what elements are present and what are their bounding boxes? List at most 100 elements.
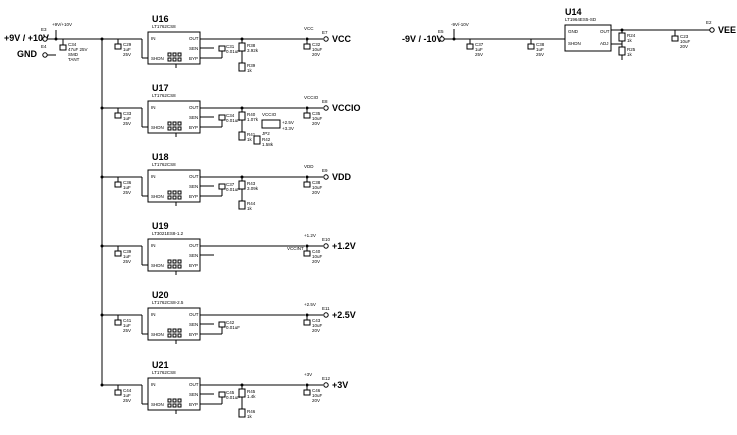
u21-cbyp-value: 0.01uF — [226, 395, 240, 400]
u14-ref: U14 — [565, 7, 582, 17]
u18-r2-label: R44 — [247, 201, 256, 206]
u20-cout-value: 10uF — [312, 323, 323, 328]
u16-eref: E7 — [322, 30, 328, 35]
u17-r1-value: 1.07k — [247, 117, 259, 122]
u17-jp-ref: JP2 — [262, 131, 270, 136]
u18-r1-value: 3.09k — [247, 186, 259, 191]
svg-text:IN: IN — [151, 174, 156, 179]
u18-cin-volt: 25V — [123, 190, 131, 195]
u17-cin-label: C33 — [123, 111, 132, 116]
svg-text:SEN: SEN — [189, 322, 198, 327]
u14-chip — [564, 24, 612, 52]
u21-r1-value: 1.4k — [247, 394, 256, 399]
svg-text:BYP: BYP — [189, 332, 198, 337]
u17-out-label: VCCIO — [332, 103, 361, 113]
u20-cbyp-label: C42 — [226, 320, 235, 325]
u17-r2 — [238, 131, 246, 141]
u18-eref: E9 — [322, 168, 328, 173]
u21-r2-label: R46 — [247, 409, 256, 414]
svg-text:OUT: OUT — [189, 36, 199, 41]
svg-text:SHDN: SHDN — [151, 125, 164, 130]
u17-r3-label: R42 — [262, 137, 271, 142]
svg-text:IN: IN — [151, 243, 156, 248]
u18-terminal — [323, 174, 329, 180]
u18-part: LT1762CS8 — [152, 162, 176, 167]
u21-terminal — [323, 382, 329, 388]
u18-cout-label: C38 — [312, 180, 321, 185]
e4-terminal — [42, 52, 48, 58]
u18-r1-label: R43 — [247, 181, 256, 186]
u17-eref: E8 — [322, 99, 328, 104]
u16-net-tag: VCC — [304, 26, 314, 31]
u19-cout-label: C40 — [312, 249, 321, 254]
u17-cin-value: 1uF — [123, 116, 131, 121]
u16-r1-value: 3.92k — [247, 48, 259, 53]
u17-cbyp — [218, 114, 226, 121]
u16-cin-label: C29 — [123, 42, 132, 47]
svg-text:IN: IN — [151, 382, 156, 387]
u17-bus-junction — [100, 106, 104, 110]
u21-r1 — [238, 388, 246, 398]
u16-cin — [114, 43, 122, 50]
u21-r2-value: 1k — [247, 414, 253, 419]
u16-chip — [147, 31, 201, 65]
vin-note: +9V/+10V — [52, 22, 72, 27]
u21-bus-junction — [100, 383, 104, 387]
e2-terminal — [709, 27, 715, 33]
svg-text:OUT: OUT — [189, 174, 199, 179]
r24-label: R24 — [627, 33, 636, 38]
u17-r1-label: R40 — [247, 112, 256, 117]
svg-text:BYP: BYP — [189, 56, 198, 61]
u18-out-label: VDD — [332, 172, 352, 182]
u18-r2 — [238, 200, 246, 210]
svg-text:SEN: SEN — [189, 392, 198, 397]
u16-cbyp-label: C31 — [226, 44, 235, 49]
r25-value: 1k — [627, 52, 633, 57]
u16-ref: U16 — [152, 14, 169, 24]
svg-text:OUT: OUT — [189, 312, 199, 317]
u14-vin-note: -9V/-10V — [451, 22, 469, 27]
u18-cin — [114, 181, 122, 188]
u21-cbyp-label: C45 — [226, 390, 235, 395]
e2-ref: E2 — [706, 20, 712, 25]
u21-cin-volt: 25V — [123, 398, 131, 403]
u21-r1-label: R45 — [247, 389, 256, 394]
c37-value: 1uF — [475, 47, 483, 52]
u16-cout-label: C32 — [312, 42, 321, 47]
c23-label: C23 — [680, 34, 689, 39]
svg-text:SHDN: SHDN — [151, 194, 164, 199]
u18-cout — [303, 181, 311, 188]
u20-bus-junction — [100, 313, 104, 317]
c38-volt: 25V — [536, 52, 544, 57]
u20-cin — [114, 319, 122, 326]
svg-text:SHDN: SHDN — [151, 263, 164, 268]
u20-terminal — [323, 312, 329, 318]
u17-jumper — [261, 119, 281, 129]
u19-eref: E10 — [322, 237, 331, 242]
u20-cout-volt: 20V — [312, 328, 320, 333]
u19-part: LT3021ES8-1.2 — [152, 231, 184, 236]
svg-text:ADJ: ADJ — [600, 41, 609, 46]
u17-cbyp-value: 0.01uF — [226, 118, 240, 123]
u19-cin — [114, 250, 122, 257]
svg-text:IN: IN — [151, 36, 156, 41]
u16-terminal — [323, 36, 329, 42]
u17-r1 — [238, 111, 246, 121]
r24-value: 1k — [627, 38, 633, 43]
u19-cout-volt: 20V — [312, 259, 320, 264]
u14-part: LT1964ES5-SD — [565, 17, 597, 22]
c37-label: C37 — [475, 42, 484, 47]
u18-cout-value: 10uF — [312, 185, 323, 190]
input-net-label: +9V / +10V — [4, 33, 49, 43]
u20-cbyp — [218, 321, 226, 328]
u17-part: LT1762CS8 — [152, 93, 176, 98]
u17-r2-value: 1k — [247, 137, 253, 142]
svg-text:SEN: SEN — [189, 46, 198, 51]
u16-bus-junction — [100, 37, 104, 41]
u17-cout — [303, 112, 311, 119]
u17-r2-label: R41 — [247, 132, 256, 137]
u20-out-label: +2.5V — [332, 310, 356, 320]
u20-cin-label: C41 — [123, 318, 132, 323]
